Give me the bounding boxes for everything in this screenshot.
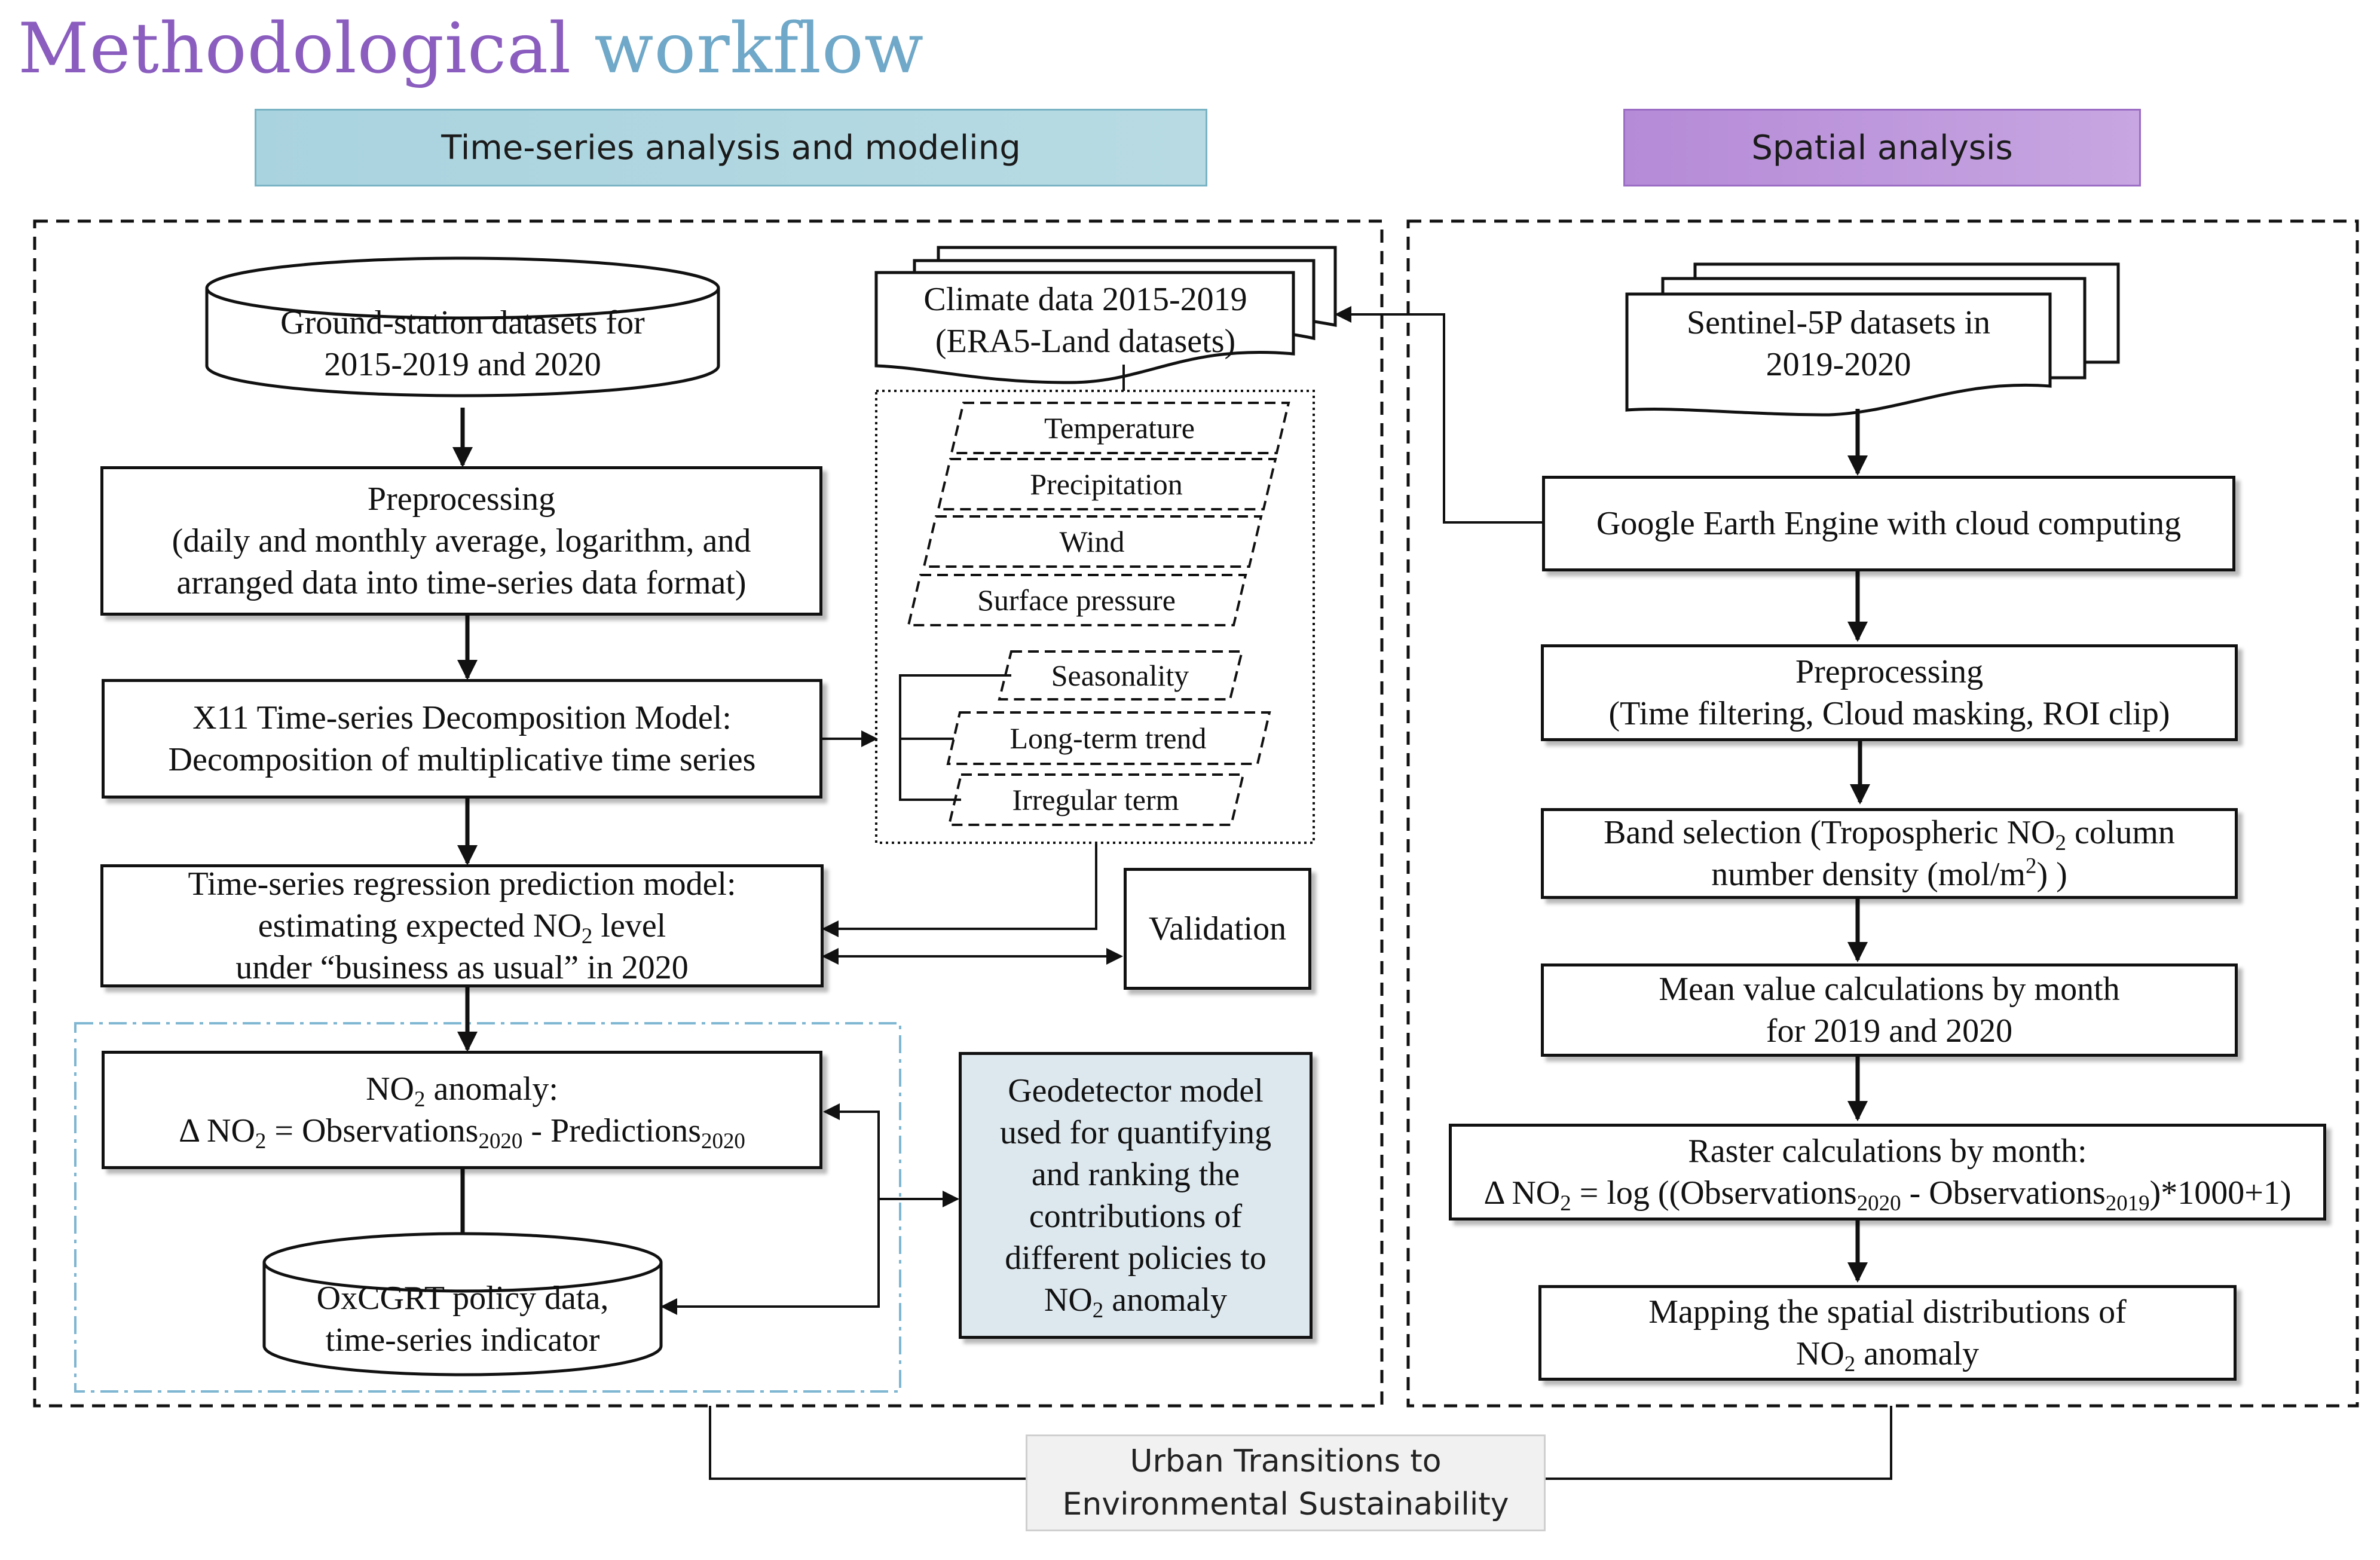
raster-line1: Raster calculations by month: — [1688, 1133, 2087, 1170]
climate-line2: (ERA5-Land datasets) — [935, 323, 1236, 360]
footer-line1: Urban Transitions to — [1130, 1443, 1442, 1479]
time-series-panel — [33, 219, 1384, 1408]
temperature-label: Temperature — [1044, 411, 1195, 445]
ground-station-line1: Ground-station datasets for — [280, 304, 645, 341]
mapping-line1: Mapping the spatial distributions of — [1648, 1293, 2127, 1330]
surface-pressure-label: Surface pressure — [977, 583, 1176, 617]
preprocessing-line1: Preprocessing — [367, 481, 556, 518]
ground-station-node: Ground-station datasets for 2015-2019 an… — [207, 299, 718, 389]
validation-node: Validation — [1124, 868, 1311, 990]
sentinel-line2: 2019-2020 — [1766, 346, 1911, 383]
band-selection-line1: Band selection (Tropospheric NO2 column — [1604, 814, 2175, 855]
mean-value-line1: Mean value calculations by month — [1659, 971, 2120, 1008]
regression-line1: Time-series regression prediction model: — [188, 865, 736, 903]
temperature-shape — [950, 402, 1290, 454]
x11-line1: X11 Time-series Decomposition Model: — [192, 699, 732, 736]
spatial-panel — [1406, 219, 2359, 1408]
seasonality-shape — [998, 650, 1244, 701]
mean-value-line2: for 2019 and 2020 — [1766, 1013, 2013, 1050]
climate-data-node: Climate data 2015-2019 (ERA5-Land datase… — [876, 276, 1295, 365]
time-series-header: Time-series analysis and modeling — [255, 109, 1207, 186]
surface-pressure-shape — [907, 574, 1247, 626]
climate-document-stack — [874, 246, 1337, 384]
band-selection-line2: number density (mol/m2) ) — [1711, 853, 2067, 893]
no2-anomaly-node: NO2 anomaly: Δ NO2 = Observations2020 - … — [102, 1051, 822, 1169]
irregular-term-shape — [947, 773, 1245, 826]
spatial-analysis-header: Spatial analysis — [1623, 109, 2141, 186]
seasonality-label: Seasonality — [1051, 659, 1189, 692]
geodetector-line2: used for quantifying — [999, 1114, 1272, 1151]
page-title: Methodological workflow — [18, 8, 924, 89]
long-term-trend-label: Long-term trend — [1009, 721, 1207, 755]
geodetector-line3: and ranking the — [1031, 1156, 1240, 1193]
oxcgrt-node: OxCGRT policy data, time-series indicato… — [264, 1275, 661, 1363]
ground-station-line2: 2015-2019 and 2020 — [324, 346, 601, 383]
climate-line1: Climate data 2015-2019 — [923, 281, 1247, 318]
wind-label: Wind — [1059, 525, 1125, 558]
mapping-node: Mapping the spatial distributions of NO2… — [1538, 1285, 2237, 1381]
precipitation-label: Precipitation — [1030, 467, 1183, 501]
raster-equation: Δ NO2 = log ((Observations2020 - Observa… — [1483, 1174, 2292, 1216]
band-selection-node: Band selection (Tropospheric NO2 column … — [1541, 808, 2238, 899]
x11-line2: Decomposition of multiplicative time ser… — [168, 741, 756, 778]
regression-model-node: Time-series regression prediction model:… — [100, 864, 824, 987]
oxcgrt-line2: time-series indicator — [325, 1322, 600, 1359]
ground-station-cylinder — [205, 256, 720, 397]
raster-calculation-node: Raster calculations by month: Δ NO2 = lo… — [1449, 1124, 2326, 1221]
sentinel-line1: Sentinel-5P datasets in — [1686, 304, 1991, 341]
precipitation-shape — [937, 458, 1277, 510]
geodetector-line5: different policies to — [1005, 1240, 1267, 1277]
geodetector-line6: NO2 anomaly — [1044, 1281, 1228, 1323]
oxcgrt-line1: OxCGRT policy data, — [316, 1280, 609, 1317]
sentinel-node: Sentinel-5P datasets in 2019-2020 — [1627, 299, 2050, 389]
irregular-term-label: Irregular term — [1012, 783, 1179, 816]
sentinel-document-stack — [1625, 262, 2120, 417]
anomaly-group-frame — [74, 1022, 901, 1393]
x11-decomposition-node: X11 Time-series Decomposition Model: Dec… — [102, 679, 822, 799]
geodetector-node: Geodetector model used for quantifying a… — [959, 1052, 1313, 1339]
spatial-preprocessing-node: Preprocessing (Time filtering, Cloud mas… — [1541, 644, 2238, 741]
footer-line2: Environmental Sustainability — [1062, 1486, 1509, 1522]
google-earth-engine-node: Google Earth Engine with cloud computing — [1542, 476, 2235, 571]
geodetector-line4: contributions of — [1029, 1198, 1243, 1235]
geodetector-line1: Geodetector model — [1008, 1072, 1264, 1109]
regression-line3: under “business as usual” in 2020 — [235, 949, 689, 986]
spatial-preprocessing-line2: (Time filtering, Cloud masking, ROI clip… — [1608, 695, 2170, 732]
urban-transitions-box: Urban Transitions to Environmental Susta… — [1026, 1434, 1546, 1531]
mapping-line2: NO2 anomaly — [1795, 1335, 1980, 1377]
regression-line2: estimating expected NO2 level — [258, 907, 666, 949]
no2-anomaly-line1: NO2 anomaly: — [366, 1070, 558, 1112]
preprocessing-line2: (daily and monthly average, logarithm, a… — [172, 522, 751, 559]
preprocessing-line3: arranged data into time-series data form… — [176, 564, 747, 601]
title-word-workflow: workflow — [594, 8, 925, 89]
no2-anomaly-equation: Δ NO2 = Observations2020 - Predictions20… — [179, 1112, 745, 1154]
spatial-preprocessing-line1: Preprocessing — [1795, 653, 1984, 690]
preprocessing-node: Preprocessing (daily and monthly average… — [100, 466, 822, 616]
title-word-methodological: Methodological — [18, 8, 572, 89]
wind-shape — [922, 515, 1263, 568]
mean-value-node: Mean value calculations by month for 201… — [1541, 963, 2238, 1057]
long-term-trend-shape — [946, 711, 1271, 765]
